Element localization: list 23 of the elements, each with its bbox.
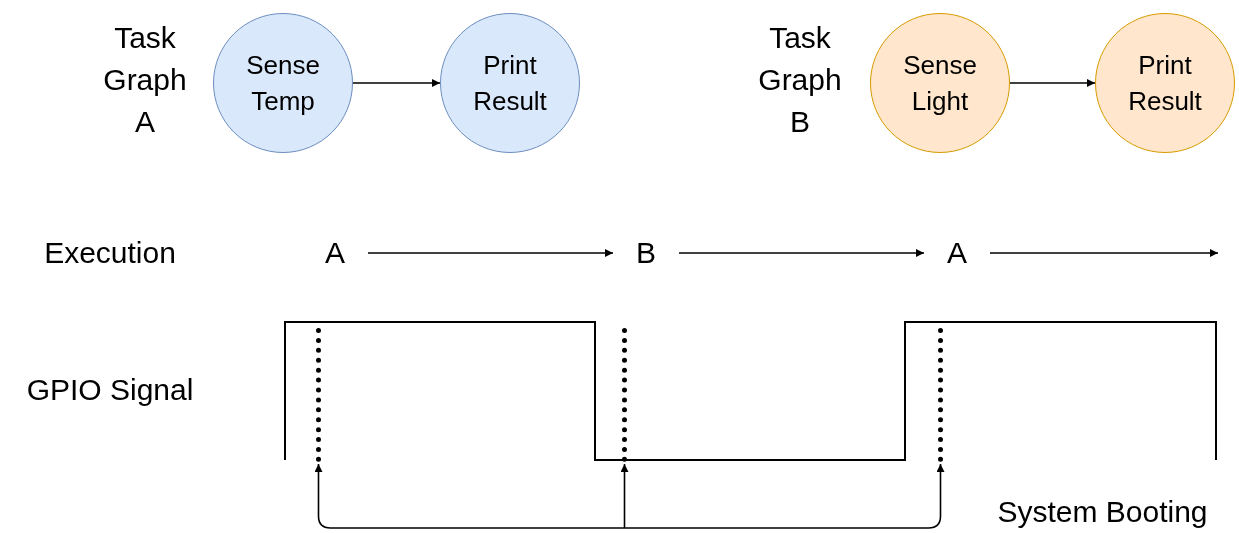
- graph-title: Task Graph A: [102, 20, 188, 140]
- arrow: [678, 249, 925, 257]
- note-text: System Booting: [996, 494, 1209, 530]
- task-node: Sense Temp: [213, 13, 353, 153]
- arrow: [367, 249, 614, 257]
- task-node: Print Result: [440, 13, 580, 153]
- execution-letter: A: [318, 236, 352, 270]
- dotted-marker-line: [938, 328, 943, 462]
- dotted-marker-line: [622, 328, 627, 462]
- dotted-marker-line: [316, 328, 321, 462]
- execution-letter: B: [629, 236, 663, 270]
- arrow: [1009, 79, 1096, 87]
- row-label: Execution: [43, 235, 177, 271]
- arrow: [627, 463, 945, 529]
- arrow: [352, 79, 441, 87]
- row-label: GPIO Signal: [25, 372, 195, 408]
- task-node: Sense Light: [870, 13, 1010, 153]
- arrow: [620, 463, 629, 529]
- task-node: Print Result: [1095, 13, 1235, 153]
- arrow: [314, 463, 629, 529]
- arrow: [989, 249, 1219, 257]
- execution-letter: A: [940, 236, 974, 270]
- graph-title: Task Graph B: [757, 20, 843, 140]
